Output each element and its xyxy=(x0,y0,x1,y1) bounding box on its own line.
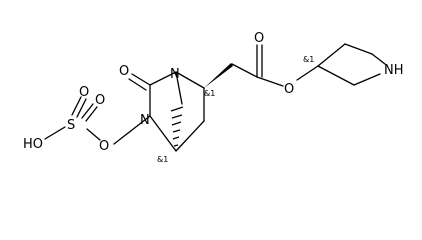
bond-s-o-right-a xyxy=(81,103,94,119)
hashed-wedge-c5-bridge xyxy=(170,106,184,151)
bond-s-o-right-b xyxy=(85,106,98,122)
atom-nh-pyrrolidine: NH xyxy=(384,63,404,78)
structure-svg: O N N O S O O HO O O NH &1 &1 &1 xyxy=(23,31,404,164)
atom-o-carbonyl-ring: O xyxy=(119,64,129,79)
bond-s-o-up-a xyxy=(76,98,87,118)
bond-c7-n1 xyxy=(149,71,177,86)
stereo-label-c2: &1 xyxy=(204,89,215,98)
bond-ester-o xyxy=(256,76,284,87)
bond-pyr-c3-c4 xyxy=(317,43,346,67)
bonds xyxy=(44,43,386,152)
atom-n-ring: N xyxy=(140,113,150,128)
atom-n-bridge-top: N xyxy=(170,67,180,82)
bond-c7-o-a xyxy=(131,73,151,86)
bond-pyr-c5-n xyxy=(371,53,386,65)
bond-s-oh xyxy=(44,126,66,140)
atom-o-n-link: O xyxy=(99,139,109,154)
bond-s-o-up-b xyxy=(71,96,82,116)
bond-o-s xyxy=(86,128,101,141)
bond-pyr-c4-c5 xyxy=(344,43,373,55)
bond-ester-c xyxy=(231,63,258,78)
bond-n6-o xyxy=(113,115,151,145)
stereo-label-c3-pyrrolidine: &1 xyxy=(303,55,314,64)
stereo-label-c5: &1 xyxy=(157,155,168,164)
bond-n1-c2 xyxy=(175,71,205,89)
bond-n1-bridge xyxy=(175,71,183,105)
molecule-diagram: O N N O S O O HO O O NH &1 &1 &1 xyxy=(23,31,404,164)
bond-pyr-n-c2 xyxy=(353,73,381,86)
atom-o-ester-carbonyl: O xyxy=(254,31,264,46)
stereo-labels: &1 &1 &1 xyxy=(157,55,314,164)
bond-o-pyr xyxy=(296,65,319,81)
bond-c3-c4 xyxy=(175,120,205,152)
bond-c7-o-b xyxy=(128,78,147,91)
atom-o-ester: O xyxy=(284,82,294,97)
bond-n6-c5 xyxy=(149,115,177,152)
wedge-c2-ester xyxy=(204,63,233,88)
atom-labels: O N N O S O O HO O O NH xyxy=(23,31,404,154)
atom-oh-sulfate: HO xyxy=(23,137,43,152)
bond-pyr-c2-c3 xyxy=(317,65,355,86)
atom-o-sulfate-up: O xyxy=(79,85,89,100)
atom-s-sulfate: S xyxy=(67,118,75,133)
atom-o-sulfate-right: O xyxy=(95,93,105,108)
